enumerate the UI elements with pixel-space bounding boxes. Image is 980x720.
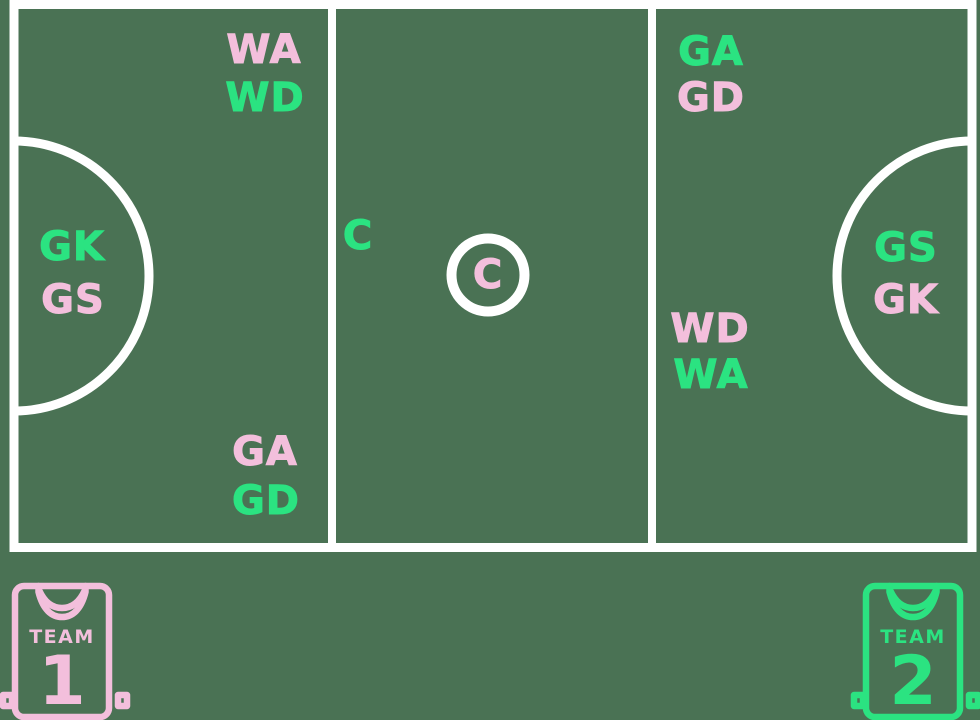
position-marker-ga-team1[interactable]: GA <box>232 429 298 475</box>
position-marker-wa-team1[interactable]: WA <box>226 27 302 73</box>
position-marker-wd-team2[interactable]: WD <box>225 75 305 121</box>
position-marker-ga-team2[interactable]: GA <box>678 29 744 75</box>
position-marker-gk-team1[interactable]: GK <box>873 277 939 323</box>
position-marker-c-team1[interactable]: C <box>472 252 504 298</box>
team-1-bib[interactable]: TEAM 1 <box>0 580 131 720</box>
bib-neckline-icon <box>886 582 940 621</box>
position-marker-gd-team2[interactable]: GD <box>231 478 301 524</box>
bib-tie-right-icon <box>965 691 980 710</box>
centre-circle <box>446 233 530 317</box>
bib-body-icon <box>11 582 113 720</box>
netball-court <box>9 0 977 552</box>
court-boundary <box>9 0 977 552</box>
position-marker-gk-team2[interactable]: GK <box>39 224 105 270</box>
team-1-number: 1 <box>38 642 85 720</box>
bib-tie-right-icon <box>114 691 131 710</box>
goal-circle-right <box>832 136 972 416</box>
bib-body-icon <box>862 582 964 720</box>
team-2-label: TEAM <box>880 626 946 648</box>
position-marker-wd-team1[interactable]: WD <box>670 306 750 352</box>
team-2-bib[interactable]: TEAM 2 <box>850 580 980 720</box>
bib-tie-left-icon <box>850 691 867 710</box>
team-2-number: 2 <box>889 642 936 720</box>
team-1-label: TEAM <box>29 626 95 648</box>
goal-circle-left <box>14 136 154 416</box>
bib-tie-left-icon <box>0 691 16 710</box>
position-marker-c-team2[interactable]: C <box>342 213 374 259</box>
position-marker-gs-team1[interactable]: GS <box>41 277 105 323</box>
position-marker-gd-team1[interactable]: GD <box>676 75 746 121</box>
position-marker-wa-team2[interactable]: WA <box>673 352 749 398</box>
bib-neckline-icon <box>35 582 89 621</box>
position-marker-gs-team2[interactable]: GS <box>874 225 938 271</box>
bib-collar-icon <box>36 587 88 612</box>
bib-collar-icon <box>887 587 939 612</box>
